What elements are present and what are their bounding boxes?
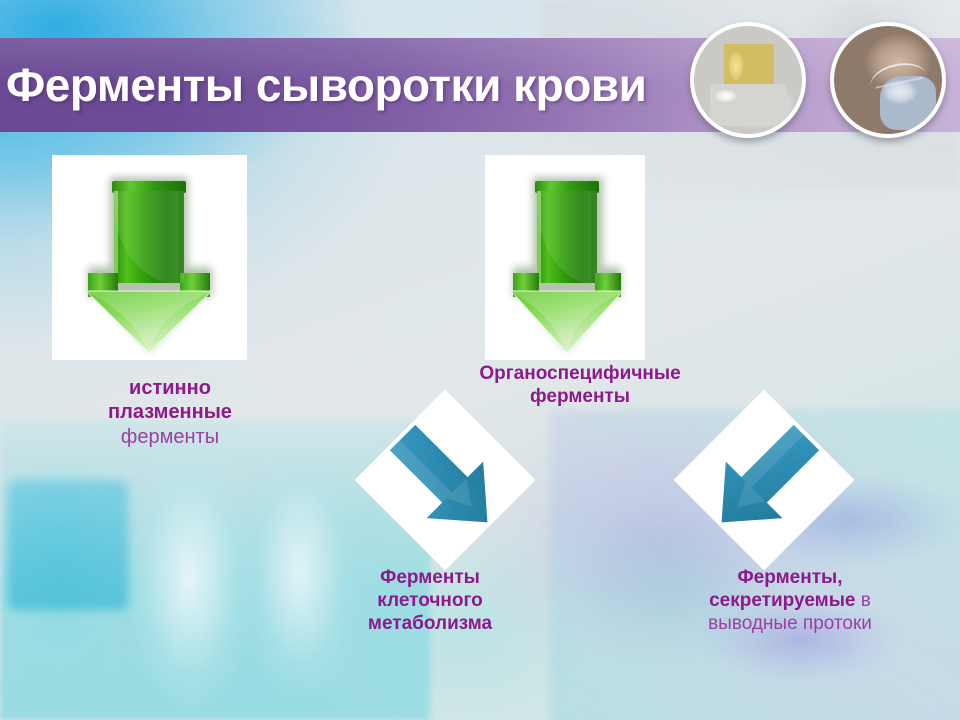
pill-bottle-photo [690, 22, 806, 138]
caption-line: Ферменты [380, 567, 480, 588]
green-down-arrow-icon [84, 177, 214, 354]
caption-line: Ферменты, [737, 567, 843, 588]
caption-line: клеточного [377, 590, 483, 612]
caption-line: ферменты [530, 386, 630, 408]
blue-diamond-card-cell-metabolism [354, 389, 536, 571]
caption-line: плазменные [108, 401, 232, 424]
caption-line: выводные протоки [708, 613, 872, 635]
page-title: Ферменты сыворотки крови [6, 59, 647, 111]
green-arrow-card-plasma [52, 155, 247, 360]
surgeon-photo [830, 22, 946, 138]
caption-line: секретируемые [709, 590, 856, 612]
green-arrow-card-organ-specific [485, 155, 645, 360]
blue-arrow-down-right-icon [721, 424, 820, 523]
blue-diamond-card-secreted-ducts [673, 389, 855, 571]
background-lab-bottles [0, 420, 430, 720]
green-down-arrow-icon [509, 177, 625, 355]
caption-line: в [855, 590, 871, 612]
blue-arrow-down-left-icon [389, 424, 488, 523]
caption-secreted-enzymes: Ферменты, секретируемые в выводные прото… [650, 566, 930, 636]
caption-cell-metabolism-enzymes: Ферменты клеточного метаболизма [310, 566, 550, 636]
caption-line: ферменты [120, 425, 220, 448]
caption-line: метаболизма [367, 613, 493, 635]
caption-plasma-enzymes: истинно плазменные ферменты [55, 376, 285, 449]
caption-organ-specific-enzymes: Органоспецифичные ферменты [430, 362, 730, 408]
caption-line: Органоспецифичные [479, 363, 681, 384]
caption-line: истинно [129, 377, 211, 399]
